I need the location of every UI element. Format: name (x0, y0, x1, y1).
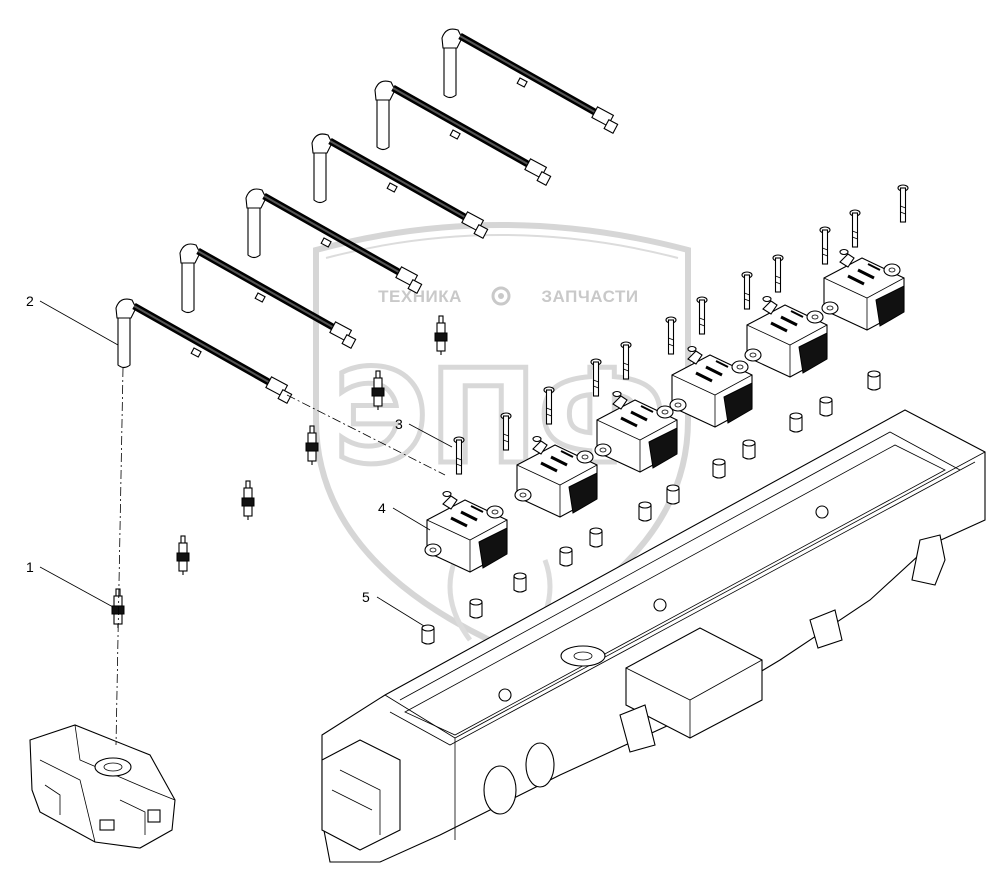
coil-bolt-set (453, 184, 909, 475)
ignition-coil (424, 490, 508, 573)
spacer-bushing (421, 624, 435, 645)
spark-plug (305, 425, 319, 465)
ignition-wire (374, 80, 552, 186)
callout-5: 5 (362, 589, 370, 605)
ignition-coil (514, 435, 598, 518)
ignition-wire-set (115, 28, 619, 404)
watermark-right-word: ЗАПЧАСТИ (541, 287, 638, 306)
callout-4: 4 (378, 500, 386, 516)
callout-leaders (39, 300, 453, 746)
ignition-wire (245, 188, 423, 294)
spacer-bushing (513, 572, 527, 593)
spacer-bushing (559, 546, 573, 567)
spark-plug (241, 480, 255, 520)
ignition-coil (669, 345, 753, 428)
spacer-bushing (638, 501, 652, 522)
callout-1: 1 (26, 559, 34, 575)
ignition-coil (744, 295, 828, 378)
spacer-bushing (589, 527, 603, 548)
coil-bolt (620, 341, 632, 380)
coil-bolt (453, 436, 465, 475)
callout-3: 3 (395, 416, 403, 432)
callout-2: 2 (26, 293, 34, 309)
ignition-coil (821, 248, 905, 331)
gear-icon (491, 286, 511, 306)
spark-plug (176, 535, 190, 575)
ignition-wire (179, 243, 357, 349)
spacer-bushing (666, 484, 680, 505)
spacer-bushing (819, 396, 833, 417)
spacer-bushing (789, 412, 803, 433)
coil-bolt (741, 271, 753, 310)
callout-labels: 1 2 3 4 5 (26, 293, 403, 605)
spacer-bushing (469, 598, 483, 619)
spacer-bushing (867, 370, 881, 391)
spark-plug (371, 370, 385, 410)
spacer-bushing (712, 458, 726, 479)
ignition-wire (441, 28, 619, 134)
coil-bolt (772, 254, 784, 293)
ignition-coil (594, 390, 678, 473)
valve-cover (321, 409, 986, 863)
ignition-wire (311, 133, 489, 239)
watermark-left-word: ТЕХНИКА (378, 287, 462, 306)
ignition-wire (115, 298, 293, 404)
coil-bolt (819, 226, 831, 265)
coil-bolt (543, 386, 555, 425)
coil-bolt (897, 184, 909, 223)
spark-plug (434, 315, 448, 355)
coil-bolt (500, 412, 512, 451)
watermark-shield (313, 222, 691, 649)
spacer-bushing-set (421, 370, 881, 645)
coil-bolt (696, 296, 708, 335)
coil-bolt (849, 209, 861, 248)
intake-housing (29, 724, 176, 849)
spark-plug (111, 588, 125, 628)
coil-bolt (590, 358, 602, 397)
spacer-bushing (742, 439, 756, 460)
ignition-coil-set (424, 248, 905, 573)
coil-bolt (665, 316, 677, 355)
